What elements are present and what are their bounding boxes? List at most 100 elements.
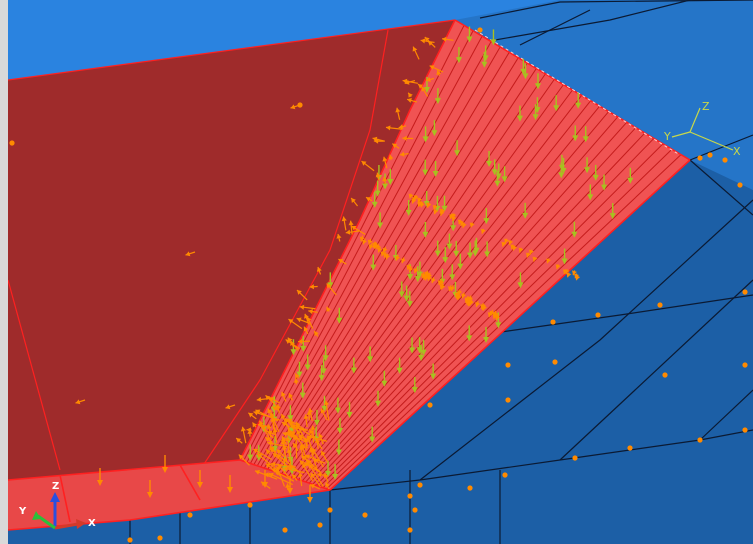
force-arrow [449,214,455,220]
force-arrow [419,202,425,208]
force-arrow [147,480,153,498]
force-arrow [254,469,278,480]
pressure-arrow [449,264,456,281]
load-node [737,182,743,188]
load-node [9,140,15,146]
force-arrow [439,208,445,214]
force-arrow [314,438,320,449]
load-node [247,502,253,508]
hatch-line [267,62,528,470]
pressure-arrow [420,339,427,356]
pressure-arrow [561,248,568,265]
force-arrow [326,306,331,312]
load-node [595,312,601,318]
local-csys-y-label: Y [663,130,671,143]
force-arrow [197,470,203,488]
force-arrow [492,312,498,320]
force-arrow [300,443,309,467]
force-arrow [309,284,318,290]
force-arrow [408,193,414,199]
pressure-arrow [247,444,254,461]
force-arrow [402,78,419,84]
pressure-arrow [532,104,539,121]
load-node [362,512,368,518]
force-arrow [430,277,436,284]
model-canvas[interactable]: X Z Y Z X Y [8,0,753,544]
force-arrow [310,472,321,488]
force-arrow [256,452,279,472]
force-arrow [504,238,509,244]
pressure-arrow [434,88,441,105]
pressure-arrow [411,377,418,394]
force-arrow [281,421,291,428]
pressure-arrow [334,397,341,414]
pressure-arrow [346,401,353,418]
force-arrow [297,472,303,487]
hatch-line [263,57,519,469]
force-arrow [532,256,538,262]
pressure-arrow [584,157,591,174]
hatch-line [301,116,619,482]
force-arrow [247,412,257,420]
pressure-arrow [582,126,589,143]
pressure-arrow [553,95,560,112]
load-node [505,397,511,403]
pressure-arrow [367,346,374,363]
force-arrow [238,454,250,466]
force-arrow [362,238,367,245]
force-arrow [307,485,313,503]
force-arrow [320,450,329,463]
force-arrow [388,154,394,161]
force-arrow [265,394,278,407]
force-arrow [275,404,281,414]
local-csys: X Z Y [663,100,741,158]
force-arrow [365,196,373,202]
pressure-arrow [374,180,381,197]
force-arrow [546,258,552,264]
force-arrow [162,455,168,473]
hatch-line [253,41,492,465]
force-arrow [406,263,412,270]
force-arrow [310,425,316,443]
force-arrow [336,233,342,242]
mesh-line [479,294,753,336]
load-node [427,402,433,408]
force-arrow [417,197,422,203]
selected-surface [240,20,690,490]
force-arrow [350,197,359,207]
hatch-line [284,89,573,476]
force-arrow [323,400,330,421]
pressure-arrow [572,125,579,142]
pressure-arrow [592,164,599,181]
force-arrow [265,449,271,455]
force-arrow [562,269,568,275]
pressure-arrow [466,26,473,43]
force-arrow [575,275,581,281]
load-node [317,522,323,528]
load-node [157,535,163,541]
pressure-arrow [486,150,493,167]
force-arrow [351,225,366,235]
pressure-arrow [534,73,541,90]
force-arrow [272,427,278,444]
force-arrow [264,436,272,443]
hatch-line [326,154,682,490]
force-arrow [518,247,524,253]
force-arrow [382,156,388,169]
force-arrow [400,257,406,264]
pressure-arrow [432,161,439,178]
pressure-arrow [304,354,311,371]
force-arrow [461,222,467,229]
pressure-arrow [371,191,378,208]
view-triad[interactable]: Z X Y [18,481,96,530]
surface-hatch [243,25,682,490]
force-arrow [316,266,322,275]
force-arrow [326,283,337,296]
force-arrow [308,308,318,315]
hatch-line [256,46,501,467]
force-arrow [382,246,388,253]
pressure-arrow [405,199,412,216]
force-arrow [375,172,381,181]
pressure-arrow [318,365,325,382]
